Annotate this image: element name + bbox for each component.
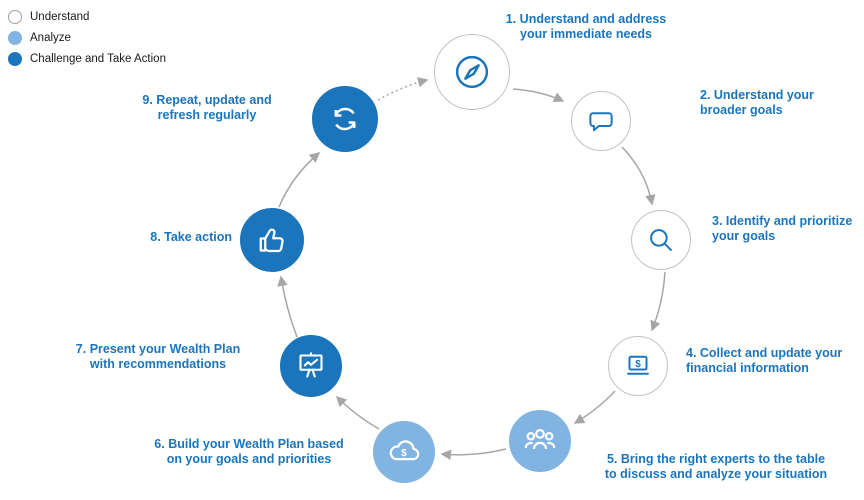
flow-arrow-1-2 bbox=[512, 88, 565, 103]
step-9-circle bbox=[312, 86, 378, 152]
legend-item-challenge-take-action: Challenge and Take Action bbox=[8, 52, 166, 66]
legend: Understand Analyze Challenge and Take Ac… bbox=[8, 10, 166, 73]
flow-arrow-8-9 bbox=[278, 152, 321, 208]
flow-arrow-3-4 bbox=[650, 271, 666, 332]
svg-text:$: $ bbox=[635, 359, 641, 370]
flow-arrow-2-3 bbox=[621, 146, 656, 206]
step-5-label: 5. Bring the right experts to the table … bbox=[604, 452, 828, 482]
step-9-label: 9. Repeat, update and refresh regularly bbox=[142, 93, 272, 123]
team-icon bbox=[524, 428, 556, 450]
understand-swatch-icon bbox=[8, 10, 22, 24]
legend-label: Understand bbox=[30, 11, 90, 23]
legend-item-understand: Understand bbox=[8, 10, 166, 24]
step-3-circle bbox=[631, 210, 691, 270]
speech-bubble-icon bbox=[589, 112, 613, 132]
step-6-label: 6. Build your Wealth Plan based on your … bbox=[154, 437, 344, 467]
step-2-label: 2. Understand your broader goals bbox=[700, 88, 814, 118]
cloud-dollar-icon: $ bbox=[389, 440, 420, 461]
refresh-icon bbox=[334, 107, 356, 131]
step-4-circle: $ bbox=[608, 336, 668, 396]
compass-icon bbox=[455, 55, 489, 89]
thumbs-up-icon bbox=[259, 228, 284, 253]
magnifier-icon bbox=[650, 229, 672, 251]
step-1-label: 1. Understand and address your immediate… bbox=[505, 12, 667, 42]
step-1-circle bbox=[434, 34, 510, 110]
step-8-label: 8. Take action bbox=[150, 230, 232, 244]
svg-text:$: $ bbox=[401, 448, 407, 459]
flow-arrow-6-7 bbox=[335, 395, 380, 430]
step-6-circle: $ bbox=[373, 421, 435, 483]
flow-arrow-4-5 bbox=[573, 390, 616, 424]
laptop-dollar-icon: $ bbox=[627, 355, 649, 375]
analyze-swatch-icon bbox=[8, 31, 22, 45]
flow-arrow-7-8 bbox=[277, 275, 298, 338]
step-7-label: 7. Present your Wealth Plan with recomme… bbox=[75, 342, 241, 372]
step-4-label: 4. Collect and update your financial inf… bbox=[686, 346, 843, 376]
step-3-label: 3. Identify and prioritize your goals bbox=[712, 214, 853, 244]
legend-item-analyze: Analyze bbox=[8, 31, 166, 45]
legend-label: Analyze bbox=[30, 32, 71, 44]
flow-arrow-9-1-dashed bbox=[377, 77, 429, 101]
step-8-circle bbox=[240, 208, 304, 272]
step-2-circle bbox=[571, 91, 631, 151]
flow-arrow-5-6 bbox=[440, 448, 507, 461]
legend-label: Challenge and Take Action bbox=[30, 53, 166, 65]
step-7-circle bbox=[280, 335, 342, 397]
presentation-icon bbox=[299, 352, 323, 378]
step-5-circle bbox=[509, 410, 571, 472]
challenge-action-swatch-icon bbox=[8, 52, 22, 66]
